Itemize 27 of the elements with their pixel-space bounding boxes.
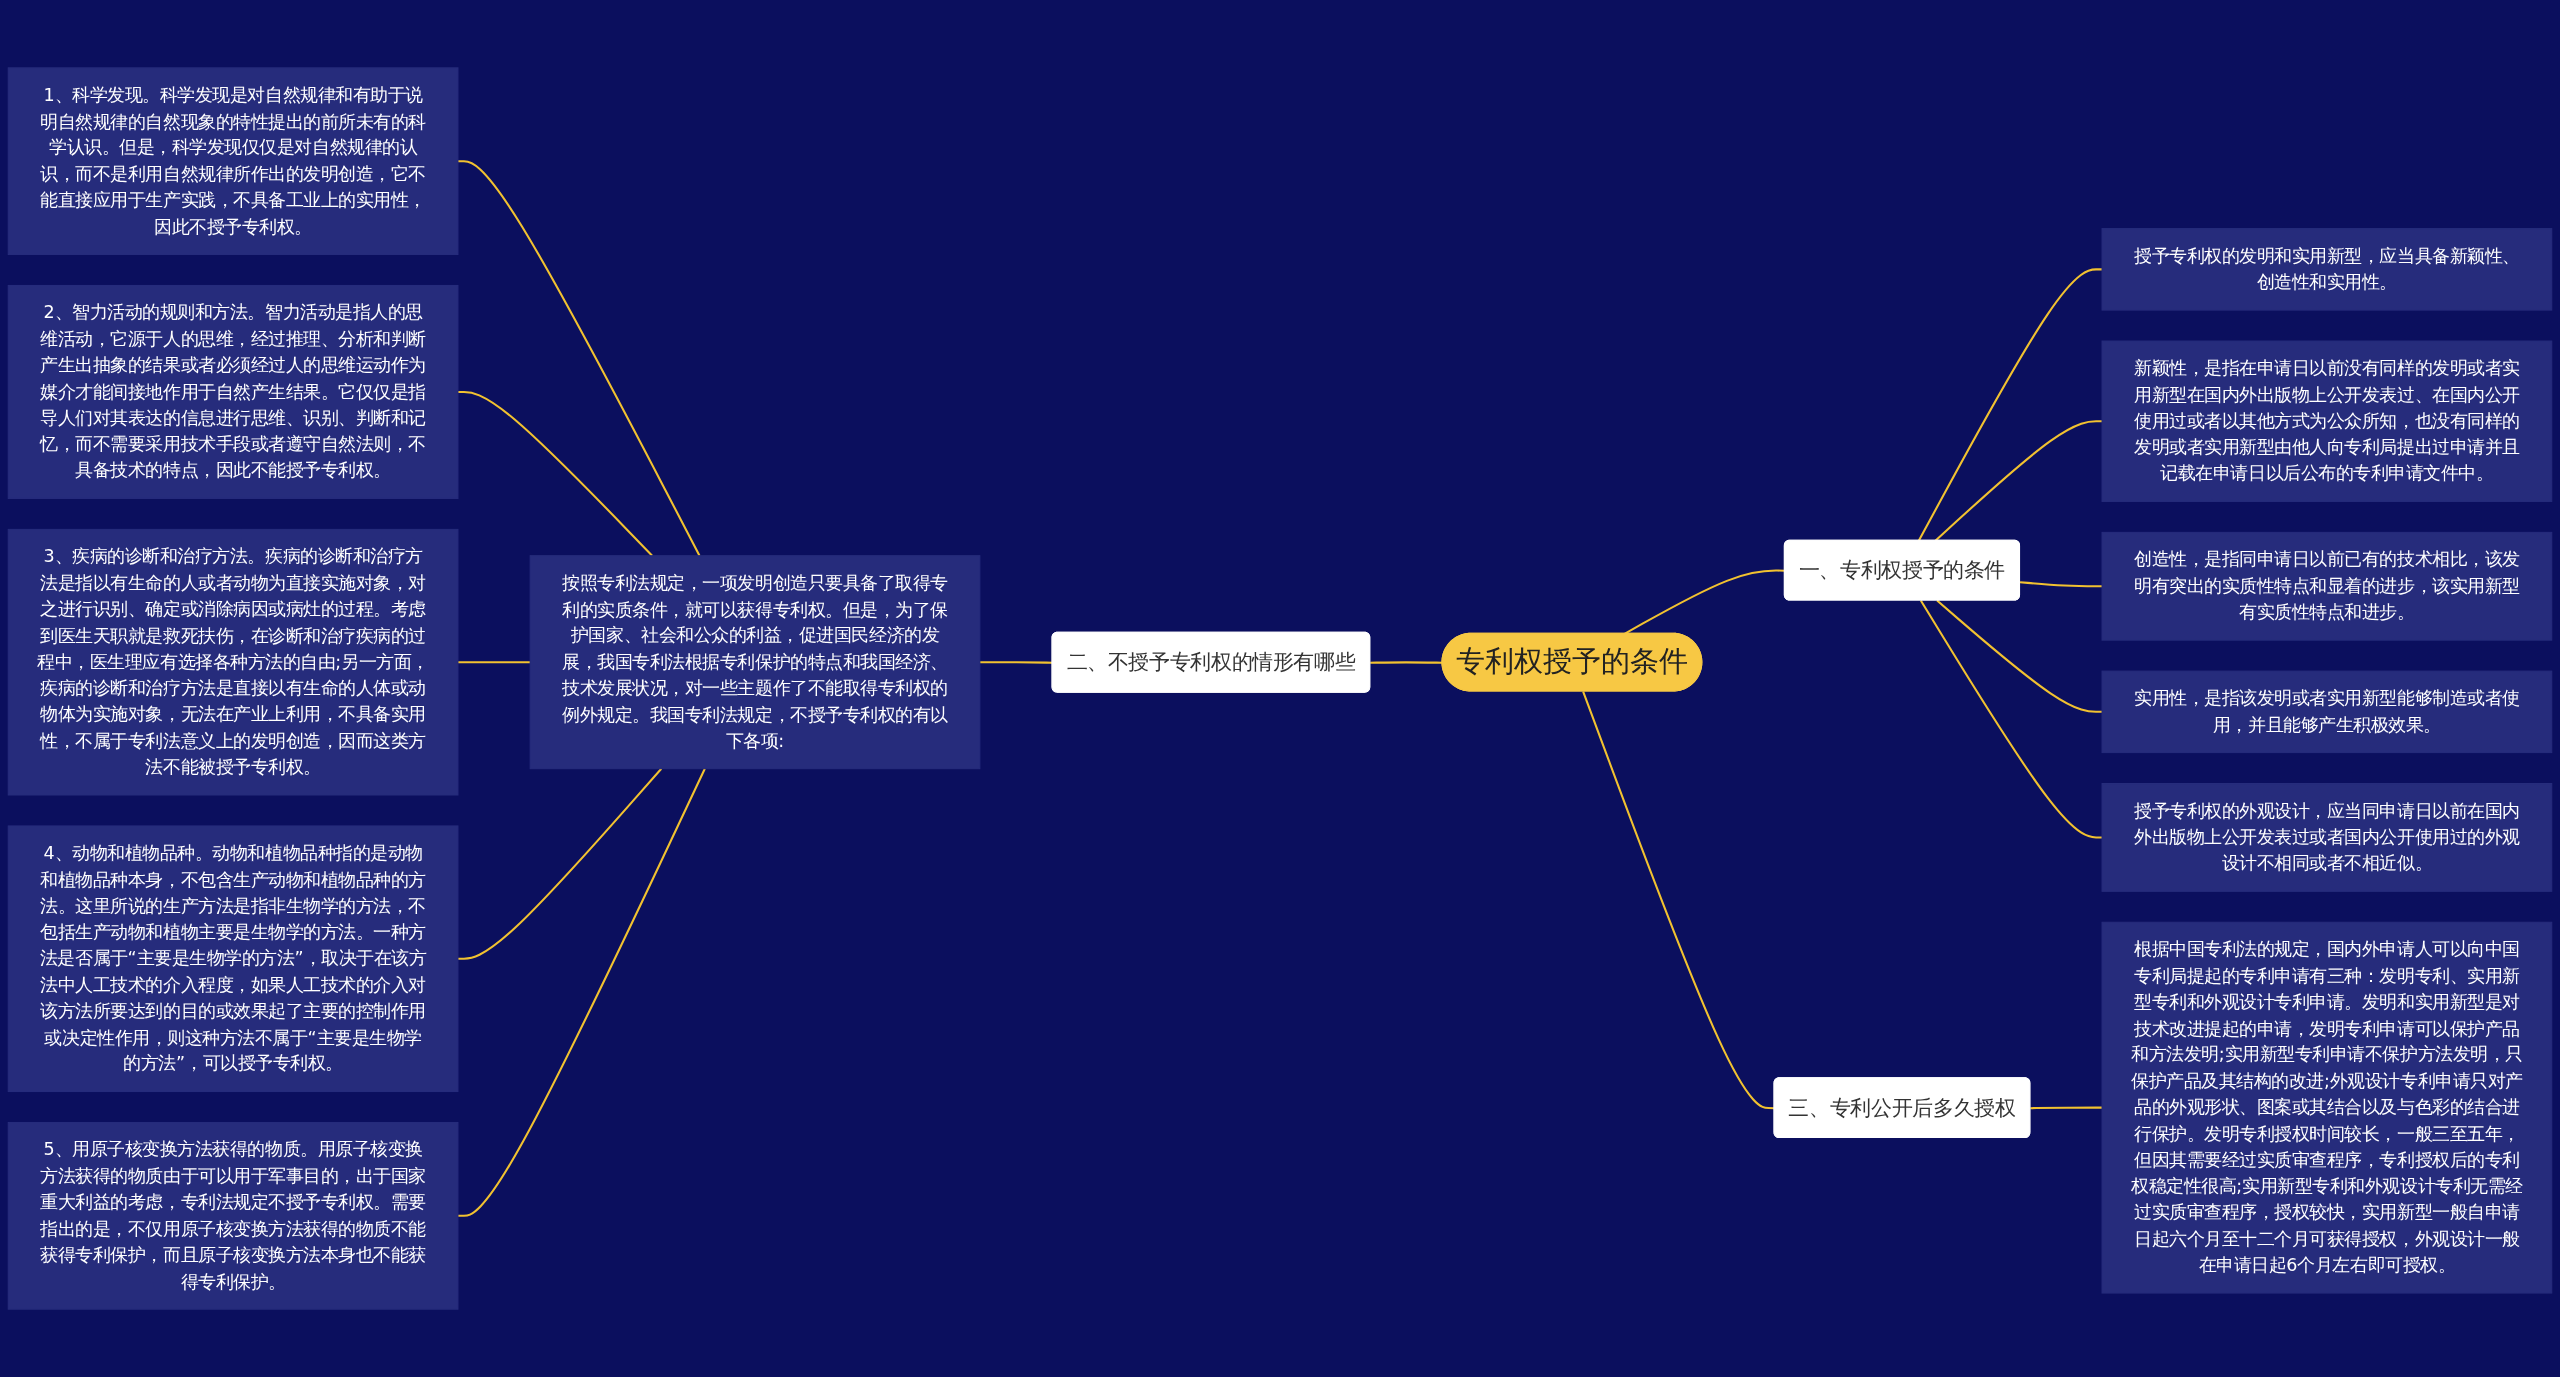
connector bbox=[2030, 1106, 2103, 1110]
connector bbox=[1917, 268, 2103, 542]
node-box: 2、智力活动的规则和方法。智力活动是指人的思维活动，它源于人的思维，经过推理、分析和判断产生出抽象的结果或者必须经过人的思维运动作为媒介才能间接地作用于自然产生结果。它仅仅是指导人们对其表达的信息进行思维、识别、判断和记忆，而不需要采用技术手段或者遵守自然法则，不具备技术的特点，因此不能授予专利权。 bbox=[7, 284, 459, 499]
node-box: 1、科学发现。科学发现是对自然规律和有助于说明自然规律的自然现象的特性提出的前所未有的科学认识。但是，科学发现仅仅是对自然规律的认识，而不是利用自然规律所作出的发明创造，它不能直接应用于生产实践，不具备工业上的实用性，因此不授予专利权。 bbox=[7, 67, 459, 256]
node-box: 5、用原子核变换方法获得的物质。用原子核变换方法获得的物质由于可以用于军事目的，出于国家重大利益的考虑，专利法规定不授予专利权。需要指出的是，不仅用原子核变换方法获得的物质不能获得专利保护，而且原子核变换方法本身也不能获得专利保护。 bbox=[7, 1121, 459, 1310]
connector bbox=[457, 390, 653, 557]
node-box: 新颖性，是指在申请日以前没有同样的发明或者实用新型在国内外出版物上公开发表过、在国内公开使用过或者以其他方式为公众所知，也没有同样的发明或者实用新型由他人向专利局提出过申请并且记载在申请日以后公布的专利申请文件中。 bbox=[2101, 340, 2553, 502]
connector bbox=[1582, 691, 1775, 1110]
connector bbox=[1370, 661, 1443, 664]
connector bbox=[1919, 600, 2103, 839]
connector bbox=[1624, 569, 1785, 635]
connector bbox=[1936, 599, 2103, 713]
connector bbox=[457, 768, 663, 960]
connector bbox=[1934, 420, 2103, 542]
connector bbox=[2019, 581, 2103, 588]
connector bbox=[457, 160, 701, 557]
node-box: 实用性，是指该发明或者实用新型能够制造或者使用，并且能够产生积极效果。 bbox=[2101, 670, 2553, 754]
node-box: 授予专利权的外观设计，应当同申请日以前在国内外出版物上公开发表过或者国内公开使用过的外观设计不相同或者不相近似。 bbox=[2101, 783, 2553, 892]
node-box: 4、动物和植物品种。动物和植物品种指的是动物和植物品种本身，不包含生产动物和植物品种的方法。这里所说的生产方法是指非生物学的方法，不包括生产动物和植物主要是生物学的方法。一种方法是否属于“主要是生物学的方法”，取决于在该方法中人工技术的介入程度，如果人工技术的介入对该方法所要达到的目的或效果起了主要的控制作用或决定性作用，则这种方法不属于“主要是生物学的方法”，可以授予专利权。 bbox=[7, 825, 459, 1093]
node-box: 按照专利法规定，一项发明创造只要具备了取得专利的实质条件，就可以获得专利权。但是，为了保护国家、社会和公众的利益，促进国民经济的发展，我国专利法根据专利保护的特点和我国经济、技术发展状况，对一些主题作了不能取得专利权的例外规定。我国专利法规定，不授予专利权的有以下各项: bbox=[529, 555, 981, 770]
node-box: 创造性，是指同申请日以前已有的技术相比，该发明有突出的实质性特点和显着的进步，该实用新型有实质性特点和进步。 bbox=[2101, 531, 2553, 641]
node-box: 3、疾病的诊断和治疗方法。疾病的诊断和治疗方法是指以有生命的人或者动物为直接实施对象，对之进行识别、确定或消除病因或病灶的过程。考虑到医生天职就是救死扶伤，在诊断和治疗疾病的过程中，医生理应有选择各种方法的自由;另一方面，疾病的诊断和治疗方法是直接以有生命的人体或动物体为实施对象，无法在产业上利用，不具备实用性，不属于专利法意义上的发明创造，因而这类方法不能被授予专利权。 bbox=[7, 528, 459, 796]
node-box: 授予专利权的发明和实用新型，应当具备新颖性、创造性和实用性。 bbox=[2101, 228, 2553, 311]
connector bbox=[457, 661, 531, 664]
connector bbox=[979, 661, 1053, 664]
node-box: 根据中国专利法的规定，国内外申请人可以向中国专利局提起的专利申请有三种：发明专利、实用新型专利和外观设计专利申请。发明和实用新型是对技术改进提起的申请，发明专利申请可以保护产品和方法发明;实用新型专利申请不保护方法发明，只保护产品及其结构的改进;外观设计专利申请只对产品的外观形状、图案或其结合以及与色彩的结合进行保护。发明专利授权时间较长，一般三至五年，但因其需要经过实质审查程序，专利授权后的专利权稳定性很高;实用新型专利和外观设计专利无需经过实质审查程序，授权较快，实用新型一般自申请日起六个月至十二个月可获得授权，外观设计一般在申请日起6个月左右即可授权。 bbox=[2101, 921, 2553, 1294]
connector bbox=[457, 768, 706, 1217]
